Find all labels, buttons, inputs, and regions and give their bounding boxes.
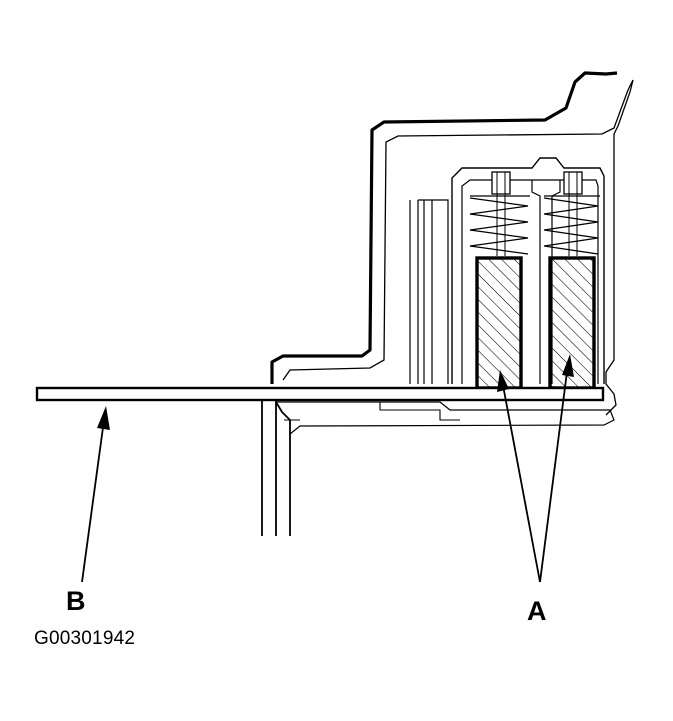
arrowhead-a-right [562,354,574,377]
lower-housing-step [284,402,460,421]
housing-right-edge [605,79,634,416]
figure-id-text: G00301942 [34,628,136,649]
spring-pin-right [563,171,583,195]
leader-line-a-left [501,379,541,583]
lower-housing-flange [276,401,615,435]
callout-label-a: A [527,596,547,626]
piston-housing [451,157,605,384]
clutch-plates [409,199,449,384]
spring-right [543,197,599,255]
spring-pin-left [491,171,511,195]
housing-outline [270,71,618,384]
arrowhead-a-left [497,370,509,392]
leader-line-b [81,419,105,583]
piston-inner-wall [461,179,599,384]
leader-line-a-right [539,363,569,583]
housing-inner-outline [282,79,634,381]
arrowhead-b [97,406,110,430]
callout-label-b: B [66,586,86,616]
feeler-gauge-bar [35,386,605,402]
spring-left [469,197,529,255]
lower-housing [261,400,291,536]
friction-block-left [475,256,523,390]
